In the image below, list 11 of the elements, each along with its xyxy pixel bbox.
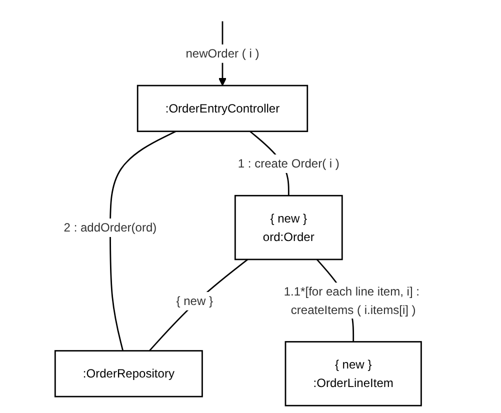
edge-label: 1 : create Order( i ) xyxy=(238,156,340,170)
node-box: { new } :OrderLineItem xyxy=(284,341,422,406)
connector xyxy=(110,130,176,351)
node-box: :OrderEntryController xyxy=(136,84,308,132)
node-box: { new } ord:Order xyxy=(234,194,343,260)
node-box: :OrderRepository xyxy=(54,350,203,398)
edge-label: 2 : addOrder(ord) xyxy=(64,220,157,234)
edge-label: 1.1*[for each line item, i] : createItems ( i.items[i] ) xyxy=(284,284,420,316)
edge-label: newOrder ( i ) xyxy=(186,46,260,60)
edge-label: { new } xyxy=(176,294,213,308)
connector xyxy=(148,258,248,352)
